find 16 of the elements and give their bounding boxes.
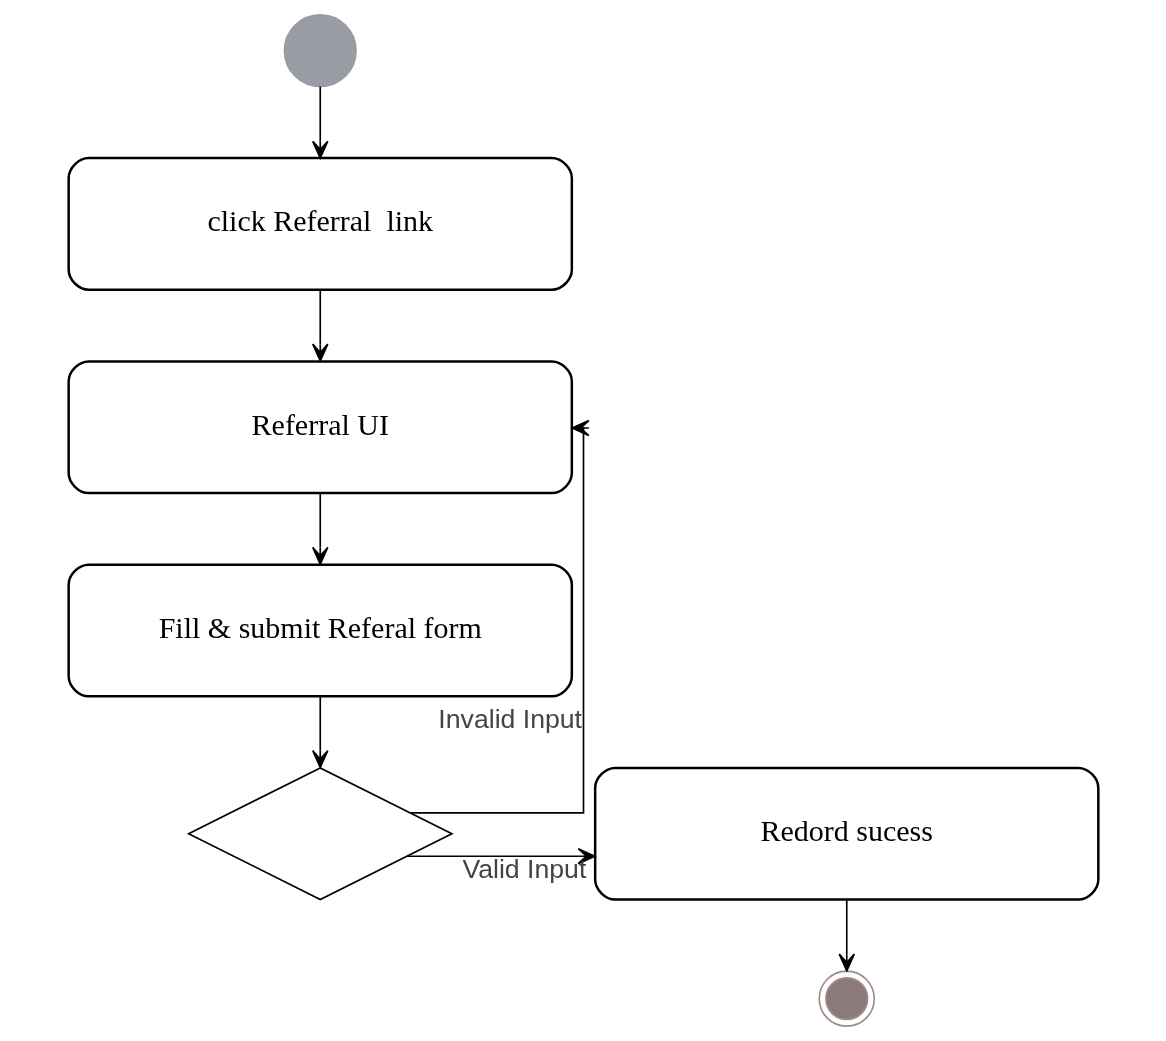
node-circle — [817, 970, 875, 1027]
node-box: Referral UI — [66, 360, 573, 495]
node-box: Redord sucess — [593, 766, 1100, 901]
arrow — [311, 85, 329, 159]
edge-label: Invalid Input — [437, 703, 582, 734]
arrow — [405, 847, 596, 865]
node-circle — [283, 14, 357, 88]
node-diamond — [186, 767, 454, 901]
node-box: click Referral link — [66, 156, 573, 291]
node-box: Fill & submit Referal form — [66, 563, 573, 698]
arrow — [837, 899, 855, 972]
arrow — [311, 695, 329, 769]
arrow — [409, 419, 590, 814]
arrow — [311, 492, 329, 565]
arrow — [311, 289, 329, 362]
edge-label: Valid Input — [461, 853, 586, 884]
